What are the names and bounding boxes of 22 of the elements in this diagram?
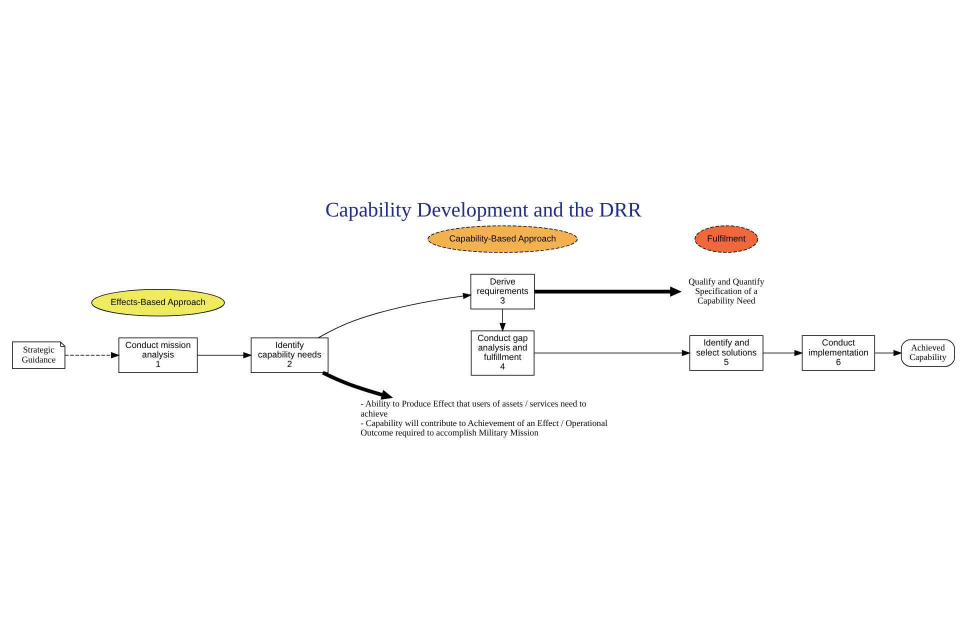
node-text: - Ability to Produce Effect that users of assets / services need to achieve - Capability will contribute to Achievement of an Effect / Operational Outcome required to accomplish Military Mission: [360, 398, 608, 438]
node-box: Conduct implementation 6: [802, 334, 876, 370]
node-ellipse: Effects-Based Approach: [91, 288, 225, 316]
node-box: Achieved Capability: [900, 338, 955, 366]
arrow: [197, 352, 252, 358]
node-box: Conduct gap analysis and fulfillment 4: [470, 330, 534, 376]
arrow: [874, 349, 902, 356]
diagram-title: Capability Development and the DRR: [325, 198, 642, 221]
arrow: [534, 286, 682, 296]
arrow: [64, 352, 120, 358]
node-text: Qualify and Quantify Specification of a Capability Need: [688, 276, 764, 306]
node-box: Identify capability needs 2: [250, 337, 328, 372]
arrow: [762, 349, 804, 356]
arrow: [322, 370, 394, 400]
node-box: Identify and select solutions 5: [689, 334, 764, 370]
arrow: [534, 349, 691, 356]
arrow: [500, 308, 506, 332]
node-box: Conduct mission analysis 1: [118, 337, 198, 372]
node-ellipse: Capability-Based Approach: [428, 224, 578, 252]
node-ellipse: Fulfilment: [694, 224, 758, 252]
node-box: Derive requirements 3: [470, 273, 535, 309]
arrow: [318, 292, 472, 338]
